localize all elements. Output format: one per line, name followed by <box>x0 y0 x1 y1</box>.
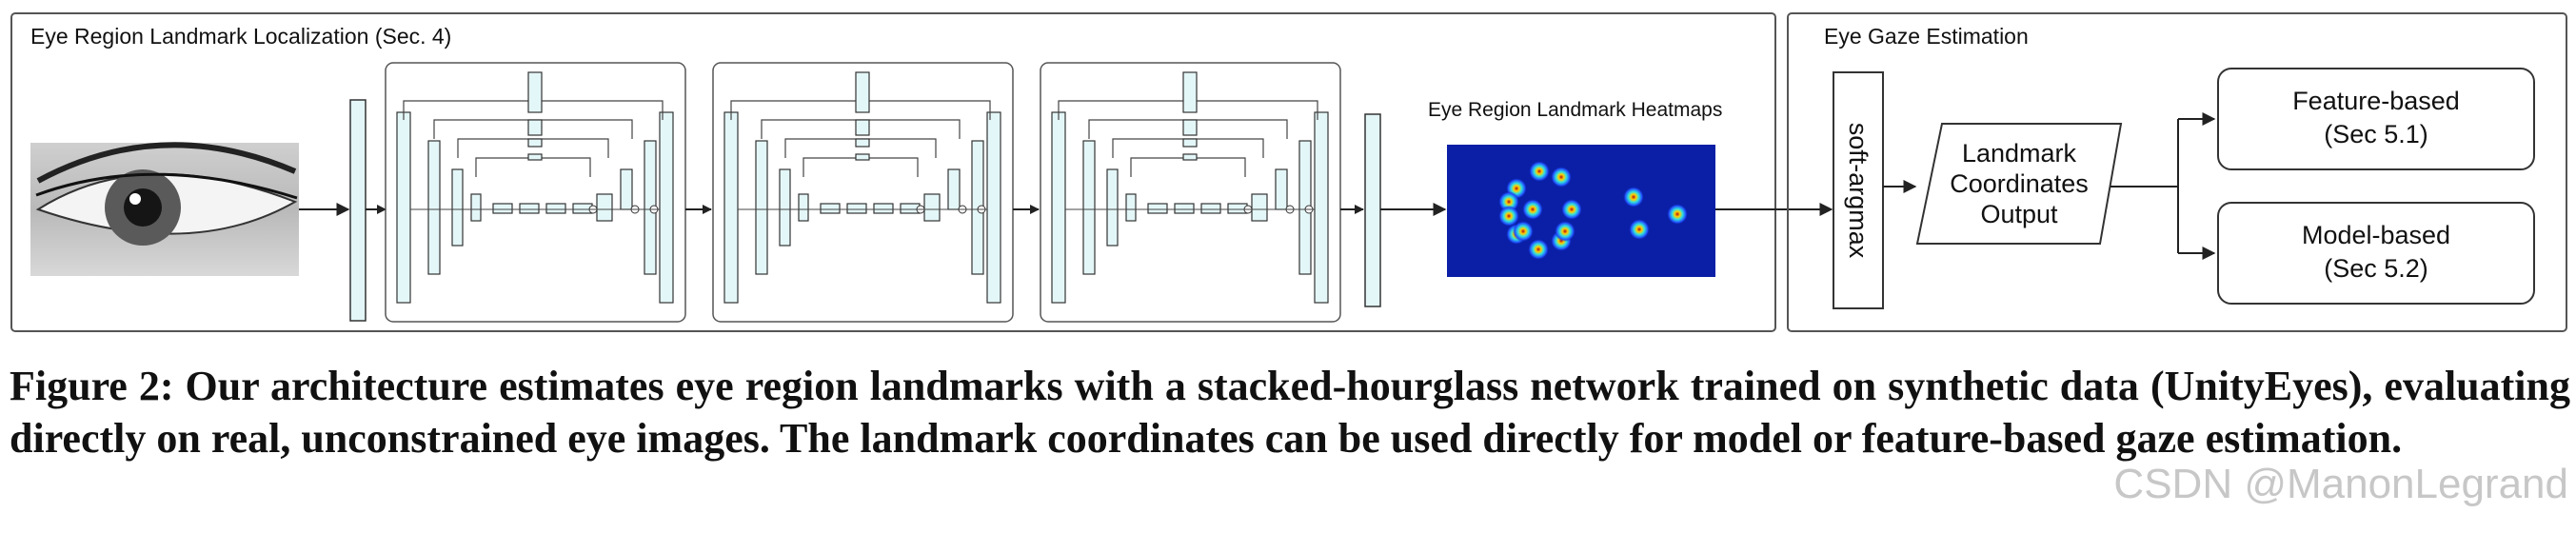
conv-layer <box>1200 203 1221 214</box>
conv-layer <box>1174 203 1195 214</box>
landmark-blob <box>1551 167 1572 188</box>
eye-photo <box>30 142 299 276</box>
output-line2: Coordinates <box>1950 169 2089 198</box>
skip-layer <box>855 71 870 113</box>
conv-layer <box>723 111 739 304</box>
conv-layer <box>1147 203 1168 214</box>
heatmap-label: Eye Region Landmark Heatmaps <box>1428 99 1722 121</box>
landmark-blob <box>1623 187 1644 207</box>
output-box <box>1915 123 2123 245</box>
feature-based-box <box>2217 68 2535 170</box>
model-based-line2: (Sec 5.2) <box>2324 254 2428 283</box>
softargmax-box <box>1833 71 1884 309</box>
left-panel-title: Eye Region Landmark Localization (Sec. 4… <box>30 24 451 49</box>
output-line3: Output <box>1980 200 2058 228</box>
skip-layer <box>1182 153 1198 161</box>
architecture-diagram: Eye Region Landmark Localization (Sec. 4… <box>10 12 2567 332</box>
skip-connection <box>1130 157 1246 177</box>
hourglass-module-3 <box>1040 62 1341 323</box>
conv-layer <box>820 203 841 214</box>
landmark-blob <box>1529 161 1550 182</box>
landmark-blob <box>1667 204 1688 225</box>
skip-layer <box>1182 119 1198 136</box>
output-line1: Landmark <box>1962 139 2077 168</box>
conv-layer <box>659 111 674 304</box>
landmark-blob <box>1498 206 1519 227</box>
landmark-blob <box>1561 199 1582 220</box>
skip-layer <box>527 138 543 148</box>
conv-layer <box>846 203 867 214</box>
conv-layer <box>1051 111 1066 304</box>
conv-layer <box>427 140 441 275</box>
skip-connection <box>475 157 591 177</box>
conv-layer <box>755 140 768 275</box>
softargmax-label: soft-argmax <box>1844 123 1873 259</box>
skip-layer <box>527 71 543 113</box>
conv-layer <box>779 168 791 247</box>
feature-based-line2: (Sec 5.1) <box>2324 120 2428 148</box>
conv-layer <box>519 203 540 214</box>
skip-layer <box>527 153 543 161</box>
hourglass-module-1 <box>385 62 686 323</box>
landmark-blob <box>1513 221 1534 242</box>
skip-layer <box>855 138 870 148</box>
conv-layer <box>1082 140 1096 275</box>
conv-layer <box>947 168 961 210</box>
skip-layer <box>527 119 543 136</box>
skip-layer <box>855 119 870 136</box>
landmark-blob <box>1629 219 1650 240</box>
conv-layer <box>596 193 613 222</box>
conv-layer <box>986 111 1001 304</box>
skip-layer <box>1182 138 1198 148</box>
conv-layer <box>492 203 513 214</box>
hourglass-frame <box>1040 62 1341 323</box>
skip-layer <box>855 153 870 161</box>
hourglass-module-2 <box>712 62 1014 323</box>
conv-layer <box>396 111 411 304</box>
model-based-line1: Model-based <box>2302 221 2450 249</box>
conv-layer <box>451 168 464 247</box>
conv-layer <box>620 168 633 210</box>
conv-layer <box>545 203 566 214</box>
conv-layer <box>1364 113 1381 307</box>
conv-layer <box>1125 193 1137 222</box>
model-based-box <box>2217 202 2535 305</box>
conv-layer <box>470 193 482 222</box>
landmark-blob <box>1528 239 1549 260</box>
conv-layer <box>923 193 941 222</box>
right-panel-title: Eye Gaze Estimation <box>1824 24 2029 49</box>
conv-layer <box>1106 168 1119 247</box>
conv-layer <box>798 193 809 222</box>
conv-layer <box>1275 168 1288 210</box>
conv-layer <box>1251 193 1268 222</box>
landmark-blob <box>1555 221 1575 242</box>
left-panel <box>10 12 1776 332</box>
figure-caption: Figure 2: Our architecture estimates eye… <box>10 363 2570 462</box>
conv-layer <box>349 99 367 322</box>
right-panel <box>1787 12 2567 332</box>
feature-based-line1: Feature-based <box>2292 87 2460 115</box>
watermark: CSDN @ManonLegrand <box>2113 461 2568 507</box>
landmark-blob <box>1522 199 1543 220</box>
hourglass-frame <box>385 62 686 323</box>
landmark-blobs <box>1498 161 1688 260</box>
hourglass-frame <box>712 62 1014 323</box>
conv-layer <box>873 203 894 214</box>
skip-layer <box>1182 71 1198 113</box>
conv-layer <box>1314 111 1329 304</box>
skip-connection <box>803 157 919 177</box>
